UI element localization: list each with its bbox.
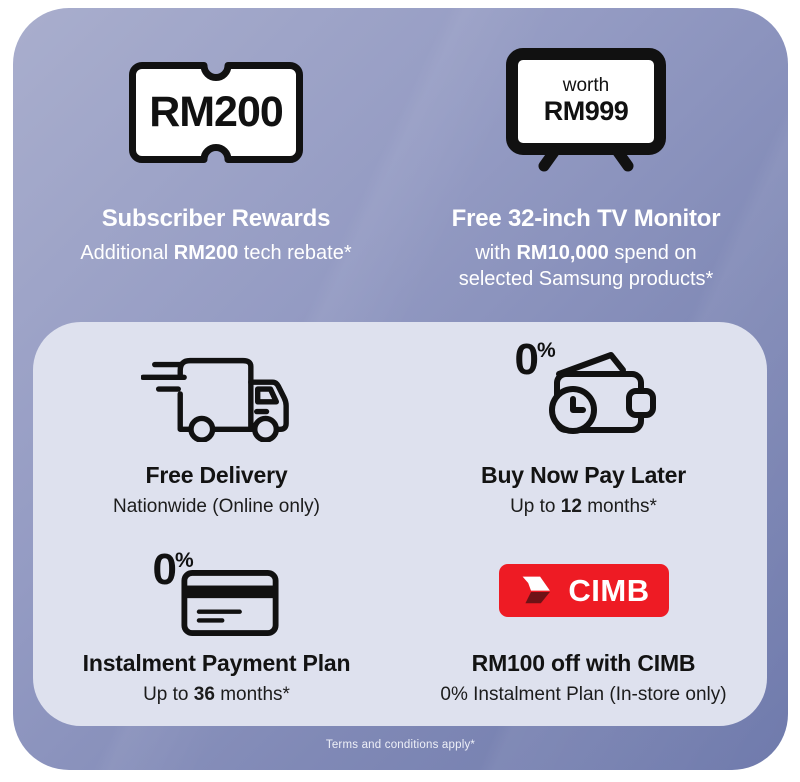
voucher-amount: RM200 [149, 88, 284, 136]
benefit-title: Free Delivery [145, 462, 288, 488]
desc-text: spend on [608, 241, 697, 264]
ticket-shape [129, 62, 303, 163]
tv-price-label: RM999 [543, 96, 629, 127]
desc-text: Up to [510, 495, 561, 517]
terms-note: Terms and conditions apply* [325, 739, 476, 751]
offer-subscriber-rewards: RM200 Subscriber Rewards Additional RM20… [36, 48, 396, 266]
zero-percent-badge: 0% [152, 545, 194, 594]
tv-screen-text: worth RM999 [518, 58, 654, 144]
offer-free-tv: worth RM999 Free 32-inch TV Monitor with… [406, 48, 766, 293]
benefit-desc: Up to 36 months* [143, 683, 290, 708]
main-panel: RM200 Subscriber Rewards Additional RM20… [13, 8, 788, 770]
benefit-buy-now-pay-later: 0% Buy Now Pay Later Up to 12 [400, 322, 767, 524]
desc-highlight: RM10,000 [516, 241, 609, 264]
cimb-arrow-icon [522, 576, 551, 603]
offer-desc: Additional RM200 tech rebate* [36, 240, 396, 266]
tv-icon-area: worth RM999 [406, 48, 766, 205]
credit-card-shape [180, 570, 279, 636]
benefit-desc: Up to 12 months* [510, 495, 657, 520]
desc-highlight: 36 [193, 683, 215, 705]
desc-text: months* [581, 495, 657, 517]
desc-text: Additional [80, 241, 174, 264]
desc-text: Up to [143, 683, 194, 705]
truck-icon-slot [139, 338, 293, 462]
offer-title: Subscriber Rewards [101, 205, 331, 232]
wallet-shape [548, 352, 656, 434]
benefit-title: RM100 off with CIMB [471, 650, 696, 676]
desc-highlight: 12 [560, 495, 582, 517]
benefit-title: Buy Now Pay Later [481, 462, 686, 488]
badge-zero: 0 [514, 335, 540, 384]
zero-percent-badge: 0% [514, 335, 556, 384]
badge-zero: 0 [152, 545, 178, 594]
zero-percent-wallet-icon: 0% [514, 335, 656, 438]
desc-text: selected Samsung products* [458, 268, 714, 291]
cimb-logo: CIMB [498, 564, 669, 617]
tv-icon: worth RM999 [506, 48, 666, 172]
benefits-panel: Free Delivery Nationwide (Online only) 0… [33, 322, 767, 726]
cimb-logo-text: CIMB [568, 572, 650, 608]
benefit-instalment-plan: 0% Instalment Payment Plan Up to 36 mont… [33, 524, 400, 726]
tv-worth-label: worth [562, 75, 610, 97]
cimb-logo-slot: CIMB [498, 546, 669, 650]
benefit-title: Instalment Payment Plan [82, 650, 351, 676]
badge-percent: % [536, 339, 556, 362]
benefit-desc: Nationwide (Online only) [113, 495, 320, 517]
benefit-cimb-offer: CIMB RM100 off with CIMB 0% Instalment P… [400, 524, 767, 726]
truck-shape [139, 357, 289, 443]
tv-shape [506, 48, 666, 172]
voucher-icon: RM200 [129, 62, 303, 163]
card-icon-slot: 0% [151, 546, 283, 650]
desc-highlight: RM200 [173, 241, 239, 264]
benefit-desc: 0% Instalment Plan (In-store only) [440, 683, 727, 705]
offer-desc: with RM10,000 spend on selected Samsung p… [406, 240, 766, 293]
desc-text: months* [214, 683, 290, 705]
desc-text: tech rebate* [238, 241, 352, 264]
delivery-truck-icon [139, 342, 293, 447]
zero-percent-card-icon: 0% [151, 546, 283, 638]
wallet-icon-slot: 0% [514, 335, 656, 462]
offer-title: Free 32-inch TV Monitor [451, 205, 721, 232]
badge-percent: % [174, 549, 194, 572]
desc-text: with [475, 241, 517, 264]
benefit-free-delivery: Free Delivery Nationwide (Online only) [33, 322, 400, 524]
voucher-icon-area: RM200 [36, 48, 396, 205]
